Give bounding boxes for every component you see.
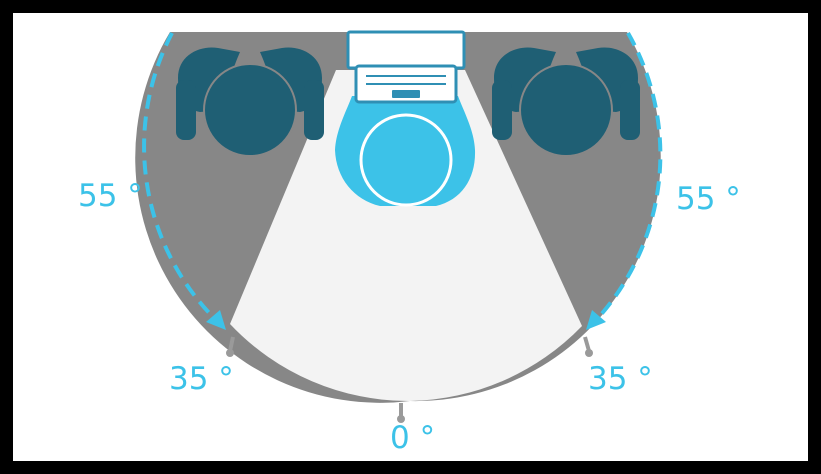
- angle-label-left-35: 35 °: [169, 364, 234, 395]
- laptop-icon: [348, 32, 464, 102]
- angle-label-right-55: 55 °: [676, 184, 741, 215]
- primary-user-icon: [335, 96, 475, 206]
- angle-label-right-35: 35 °: [588, 364, 653, 395]
- angle-label-left-55: 55 °: [78, 181, 143, 212]
- angle-label-center-0: 0 °: [390, 423, 435, 454]
